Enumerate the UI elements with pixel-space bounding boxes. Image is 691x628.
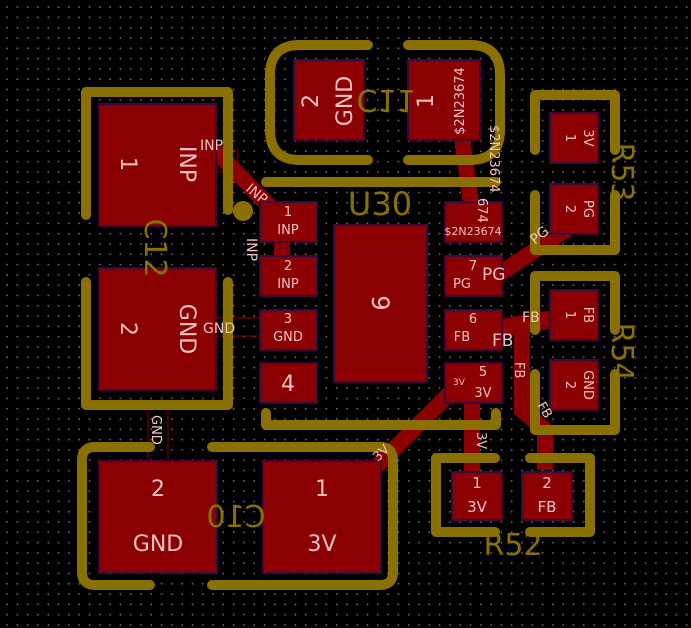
r52-pad1-num: 1: [472, 474, 482, 492]
pad-u30-3[interactable]: [259, 309, 318, 351]
u30-pad2-net: INP: [277, 277, 299, 292]
net-label-c11: $2N23674: [486, 125, 501, 193]
c12-pad1-num: 1: [115, 157, 140, 171]
r53-pad1-net: 3V: [580, 129, 595, 146]
r53-pad2-net: PG: [580, 200, 595, 218]
pad-labels: 2 GND 1 $2N23674 1 INP 2 GND 2 GND 1 3V …: [115, 67, 595, 557]
pad-c12-1[interactable]: [98, 103, 217, 227]
r53-pad1-num: 1: [562, 134, 577, 142]
net-label-fb-r52: FB: [534, 400, 555, 422]
silk-r54-bottom: [530, 369, 620, 435]
u30-pad7-net: PG: [453, 277, 471, 292]
pad-u30-6[interactable]: [444, 309, 503, 351]
pad-c11-1[interactable]: [407, 59, 481, 141]
pad-r52-2[interactable]: [521, 471, 573, 521]
c11-pad2-num: 2: [299, 94, 324, 108]
u30-pad6-num: 6: [469, 312, 477, 327]
net-label-inp-c12: INP: [200, 138, 223, 154]
pad-r54-1[interactable]: [549, 289, 599, 341]
c12-pad1-net: INP: [174, 146, 199, 182]
silk-r53-top: [530, 90, 620, 155]
u30-pad4-num: 4: [281, 372, 295, 397]
net-label-fb-vertical: FB: [511, 362, 526, 378]
silk-c10-right: [207, 442, 398, 590]
r52-pad1-net: 3V: [467, 498, 488, 516]
c12-pad2-net: GND: [174, 304, 199, 354]
net-label-pg: PG: [482, 265, 505, 285]
silk-c10-left: [77, 442, 155, 590]
u30-pad9-num: 9: [366, 295, 394, 310]
u30-pad1-num: 1: [284, 205, 292, 220]
u30-pad8-net: $2N23674: [444, 225, 501, 238]
u30-pad5-net: 3V: [474, 386, 491, 401]
ref-r52: R52: [483, 528, 542, 563]
silk-r52-left: [431, 453, 500, 537]
u30-pad1-net: INP: [277, 223, 299, 238]
u30-pad8-num: 674: [474, 198, 489, 223]
c12-pad2-num: 2: [115, 322, 140, 336]
pad-r54-2[interactable]: [549, 359, 599, 411]
silk-r54-top: [530, 271, 620, 335]
c10-pad2-net: GND: [133, 532, 183, 557]
ref-r54: R54: [604, 322, 639, 381]
c11-pad1-num: 1: [414, 94, 439, 108]
pad-u30-2[interactable]: [259, 255, 318, 297]
r54-pad2-num: 2: [562, 381, 577, 389]
c10-pad1-num: 1: [315, 477, 329, 502]
r53-pad2-num: 2: [562, 205, 577, 213]
silk-c12-top: [81, 87, 233, 220]
silk-c11-right: [403, 40, 505, 165]
c11-pad1-net: $2N23674: [453, 67, 468, 135]
r52-pad2-net: FB: [538, 498, 557, 516]
u30-pad3-num: 3: [284, 312, 292, 327]
silk-u30-bottom: [261, 408, 501, 430]
pad-u30-5[interactable]: [444, 362, 503, 404]
u30-pad6-net: FB: [454, 330, 470, 345]
ref-u30: U30: [348, 185, 412, 223]
c11-pad2-net: GND: [333, 76, 358, 126]
pad-c10-1[interactable]: [262, 460, 382, 574]
net-label-3v-r52: 3V: [473, 432, 488, 449]
c10-pad2-num: 2: [151, 477, 165, 502]
ref-c12: C12: [137, 218, 172, 277]
r54-pad2-net: GND: [580, 370, 595, 400]
net-label-fb: FB: [492, 331, 513, 351]
ref-c10: C10: [206, 500, 265, 535]
u30-pad2-num: 2: [284, 259, 292, 274]
silk-r52-right: [525, 453, 595, 537]
u30-pad3-net: GND: [273, 330, 303, 345]
ref-r53: R53: [604, 142, 639, 201]
pad-r53-1[interactable]: [549, 112, 599, 164]
u30-pad7-num: 7: [469, 259, 477, 274]
r52-pad2-num: 2: [542, 474, 552, 492]
ref-designators: C11 C12 C10 U30 R53 R54 R52: [137, 82, 639, 563]
pad-u30-8[interactable]: [444, 201, 503, 243]
r54-pad1-net: FB: [580, 307, 595, 323]
ref-c11: C11: [356, 82, 415, 117]
pad-c11-2[interactable]: [293, 59, 365, 141]
u30-pad5-small: 3V: [453, 378, 466, 388]
r54-pad1-num: 1: [562, 311, 577, 319]
silk-c12-bottom: [81, 277, 233, 410]
pad-r52-1[interactable]: [451, 471, 503, 521]
net-label-gnd-c12: GND: [203, 321, 235, 337]
net-label-inp-vertical: INP: [243, 238, 259, 261]
pad-u30-4[interactable]: [259, 362, 318, 404]
net-label-gnd-c10: GND: [148, 415, 163, 445]
pad-u30-9[interactable]: [333, 224, 428, 383]
pad-r53-2[interactable]: [549, 183, 599, 235]
pad-c12-2[interactable]: [98, 267, 217, 391]
net-label-fb-r54: FB: [522, 310, 540, 326]
silk-r53-bottom: [530, 190, 620, 255]
c10-pad1-net: 3V: [307, 532, 336, 557]
pad-u30-1[interactable]: [259, 201, 318, 243]
silkscreen: [77, 40, 620, 590]
pad-u30-7[interactable]: [444, 255, 503, 297]
pad-c10-2[interactable]: [98, 460, 218, 574]
pads: [98, 59, 599, 574]
silk-c11-left: [265, 40, 373, 165]
pin1-marker-dot: [233, 201, 253, 221]
u30-pad5-num: 5: [479, 365, 487, 380]
